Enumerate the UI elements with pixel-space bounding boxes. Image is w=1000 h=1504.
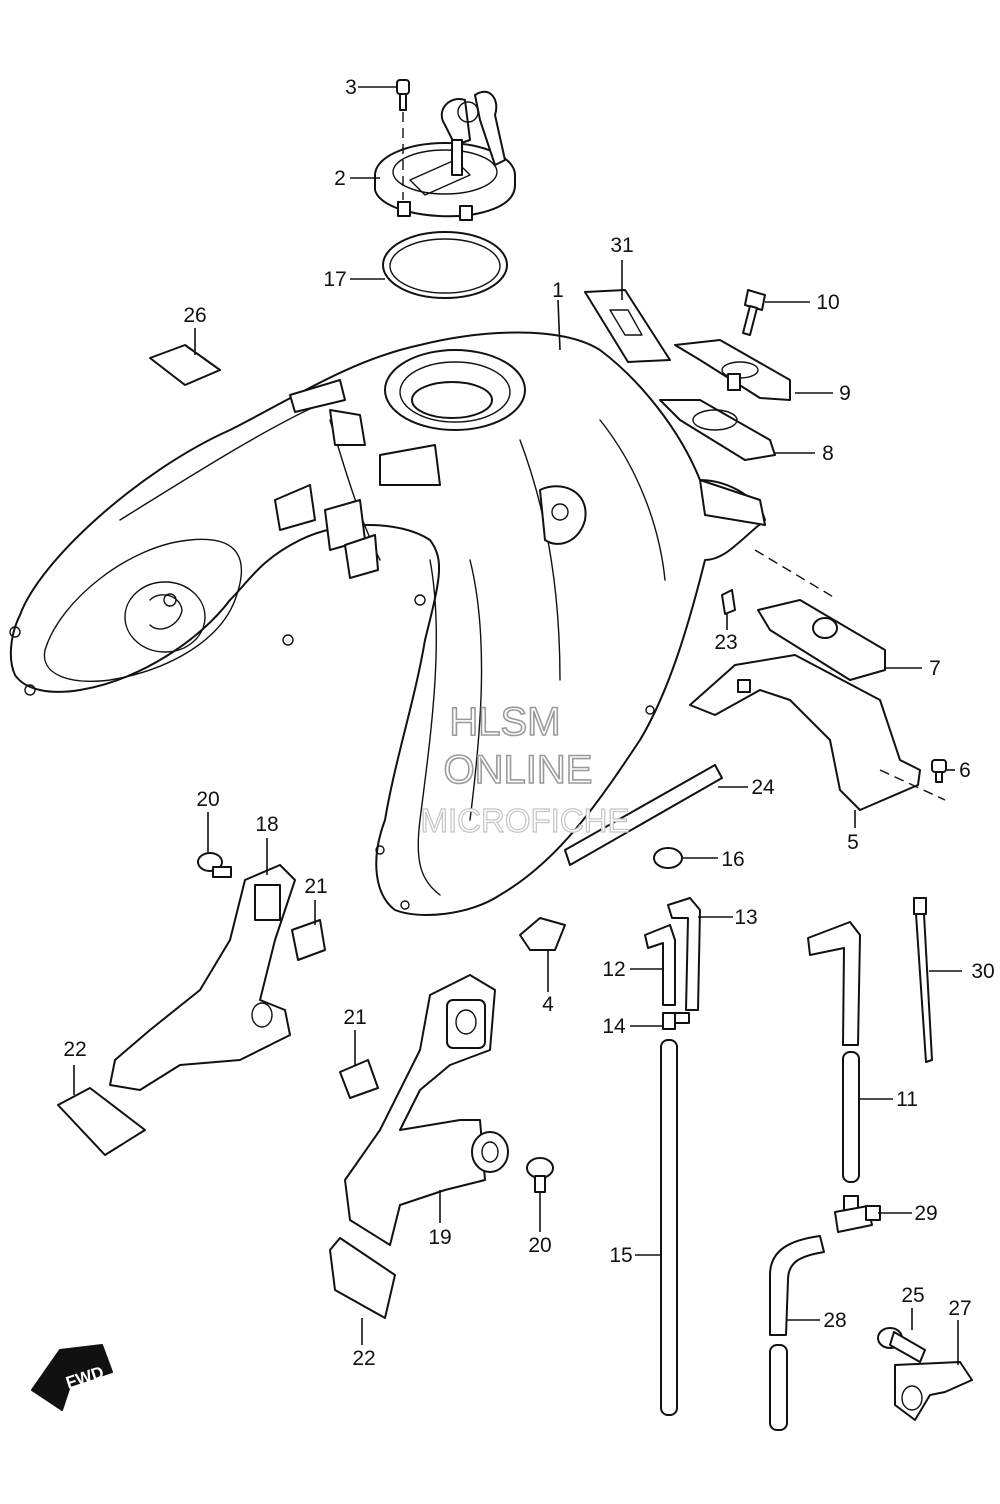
watermark: HLSM ONLINE MICROFICHE xyxy=(420,699,630,839)
callout-26: 26 xyxy=(183,304,206,327)
callout-labels: 1 2 3 4 5 6 7 8 9 10 11 12 13 14 15 16 1… xyxy=(63,76,994,1370)
watermark-line-2: ONLINE xyxy=(444,748,593,792)
callout-23: 23 xyxy=(714,631,737,654)
nut-21-left-drawing xyxy=(291,919,326,961)
hose-15-drawing xyxy=(660,1039,678,1416)
callout-4: 4 xyxy=(542,993,554,1016)
callout-15: 15 xyxy=(609,1244,632,1267)
callout-1: 1 xyxy=(552,279,564,302)
callout-9: 9 xyxy=(839,382,851,405)
pad-22-left-drawing xyxy=(57,1087,146,1156)
rubber-24-drawing xyxy=(564,764,723,866)
bolt-6-drawing xyxy=(931,759,947,783)
watermark-line-3: MICROFICHE xyxy=(421,802,630,839)
label-31-drawing xyxy=(584,289,671,363)
hose-11-drawing xyxy=(807,921,861,1183)
callout-29: 29 xyxy=(914,1202,937,1225)
callout-22-center: 22 xyxy=(352,1347,375,1370)
joint-29-drawing xyxy=(834,1195,881,1233)
callout-20-left: 20 xyxy=(196,788,219,811)
screw-20-left-drawing xyxy=(197,852,232,878)
callout-2: 2 xyxy=(334,167,346,190)
callout-13: 13 xyxy=(734,906,757,929)
cushion-7-drawing xyxy=(754,549,886,681)
callout-31: 31 xyxy=(610,234,633,257)
bracket-18-drawing xyxy=(109,864,296,1091)
screw-20-center-drawing xyxy=(526,1157,554,1193)
callout-24: 24 xyxy=(751,776,775,799)
callout-20-center: 20 xyxy=(528,1234,551,1257)
callout-17: 17 xyxy=(323,268,346,291)
bracket-19-drawing xyxy=(344,974,509,1246)
callout-5: 5 xyxy=(847,831,859,854)
joint-14-drawing xyxy=(662,1012,690,1030)
callout-22-left: 22 xyxy=(63,1038,86,1061)
callout-21-center: 21 xyxy=(343,1006,366,1029)
hose-13-drawing xyxy=(667,897,701,1011)
clamp-4-drawing xyxy=(519,917,566,951)
bracket-27-drawing xyxy=(894,1361,973,1421)
callout-11: 11 xyxy=(896,1088,918,1111)
callout-6: 6 xyxy=(959,759,971,782)
clip-23-drawing xyxy=(721,589,736,615)
callout-28: 28 xyxy=(823,1309,846,1332)
callout-19: 19 xyxy=(428,1226,451,1249)
hose-28-drawing xyxy=(769,1235,825,1431)
nut-21-center-drawing xyxy=(339,1059,379,1099)
callout-30: 30 xyxy=(971,960,994,983)
fwd-arrow-icon: FWD xyxy=(31,1344,113,1411)
callout-25: 25 xyxy=(901,1284,924,1307)
bolt-10-drawing xyxy=(742,289,766,336)
collar-16-drawing xyxy=(653,847,683,869)
bracket-5-drawing xyxy=(689,654,946,811)
leader-lines xyxy=(73,86,962,1365)
tie-30-drawing xyxy=(913,897,933,1063)
gasket-17-drawing xyxy=(382,231,508,299)
watermark-line-1: HLSM xyxy=(449,700,560,744)
callout-12: 12 xyxy=(602,958,625,981)
pad-22-center-drawing xyxy=(329,1237,396,1319)
callout-14: 14 xyxy=(602,1015,626,1038)
plate-9-drawing xyxy=(674,339,791,401)
callout-21-left: 21 xyxy=(304,875,327,898)
callout-27: 27 xyxy=(948,1297,971,1320)
bolt-25-drawing xyxy=(877,1327,926,1363)
fuel-cap-drawing xyxy=(374,90,516,221)
callout-18: 18 xyxy=(255,813,278,836)
plate-8-drawing xyxy=(659,399,776,461)
callout-16: 16 xyxy=(721,848,744,871)
callout-3: 3 xyxy=(345,76,357,99)
hose-12-drawing xyxy=(644,924,676,1006)
pad-26-drawing xyxy=(149,344,221,386)
screw-3-drawing xyxy=(396,79,410,200)
callout-10: 10 xyxy=(816,291,839,314)
callout-8: 8 xyxy=(822,442,834,465)
fuel-tank-drawing xyxy=(9,331,766,916)
callout-7: 7 xyxy=(929,657,941,680)
